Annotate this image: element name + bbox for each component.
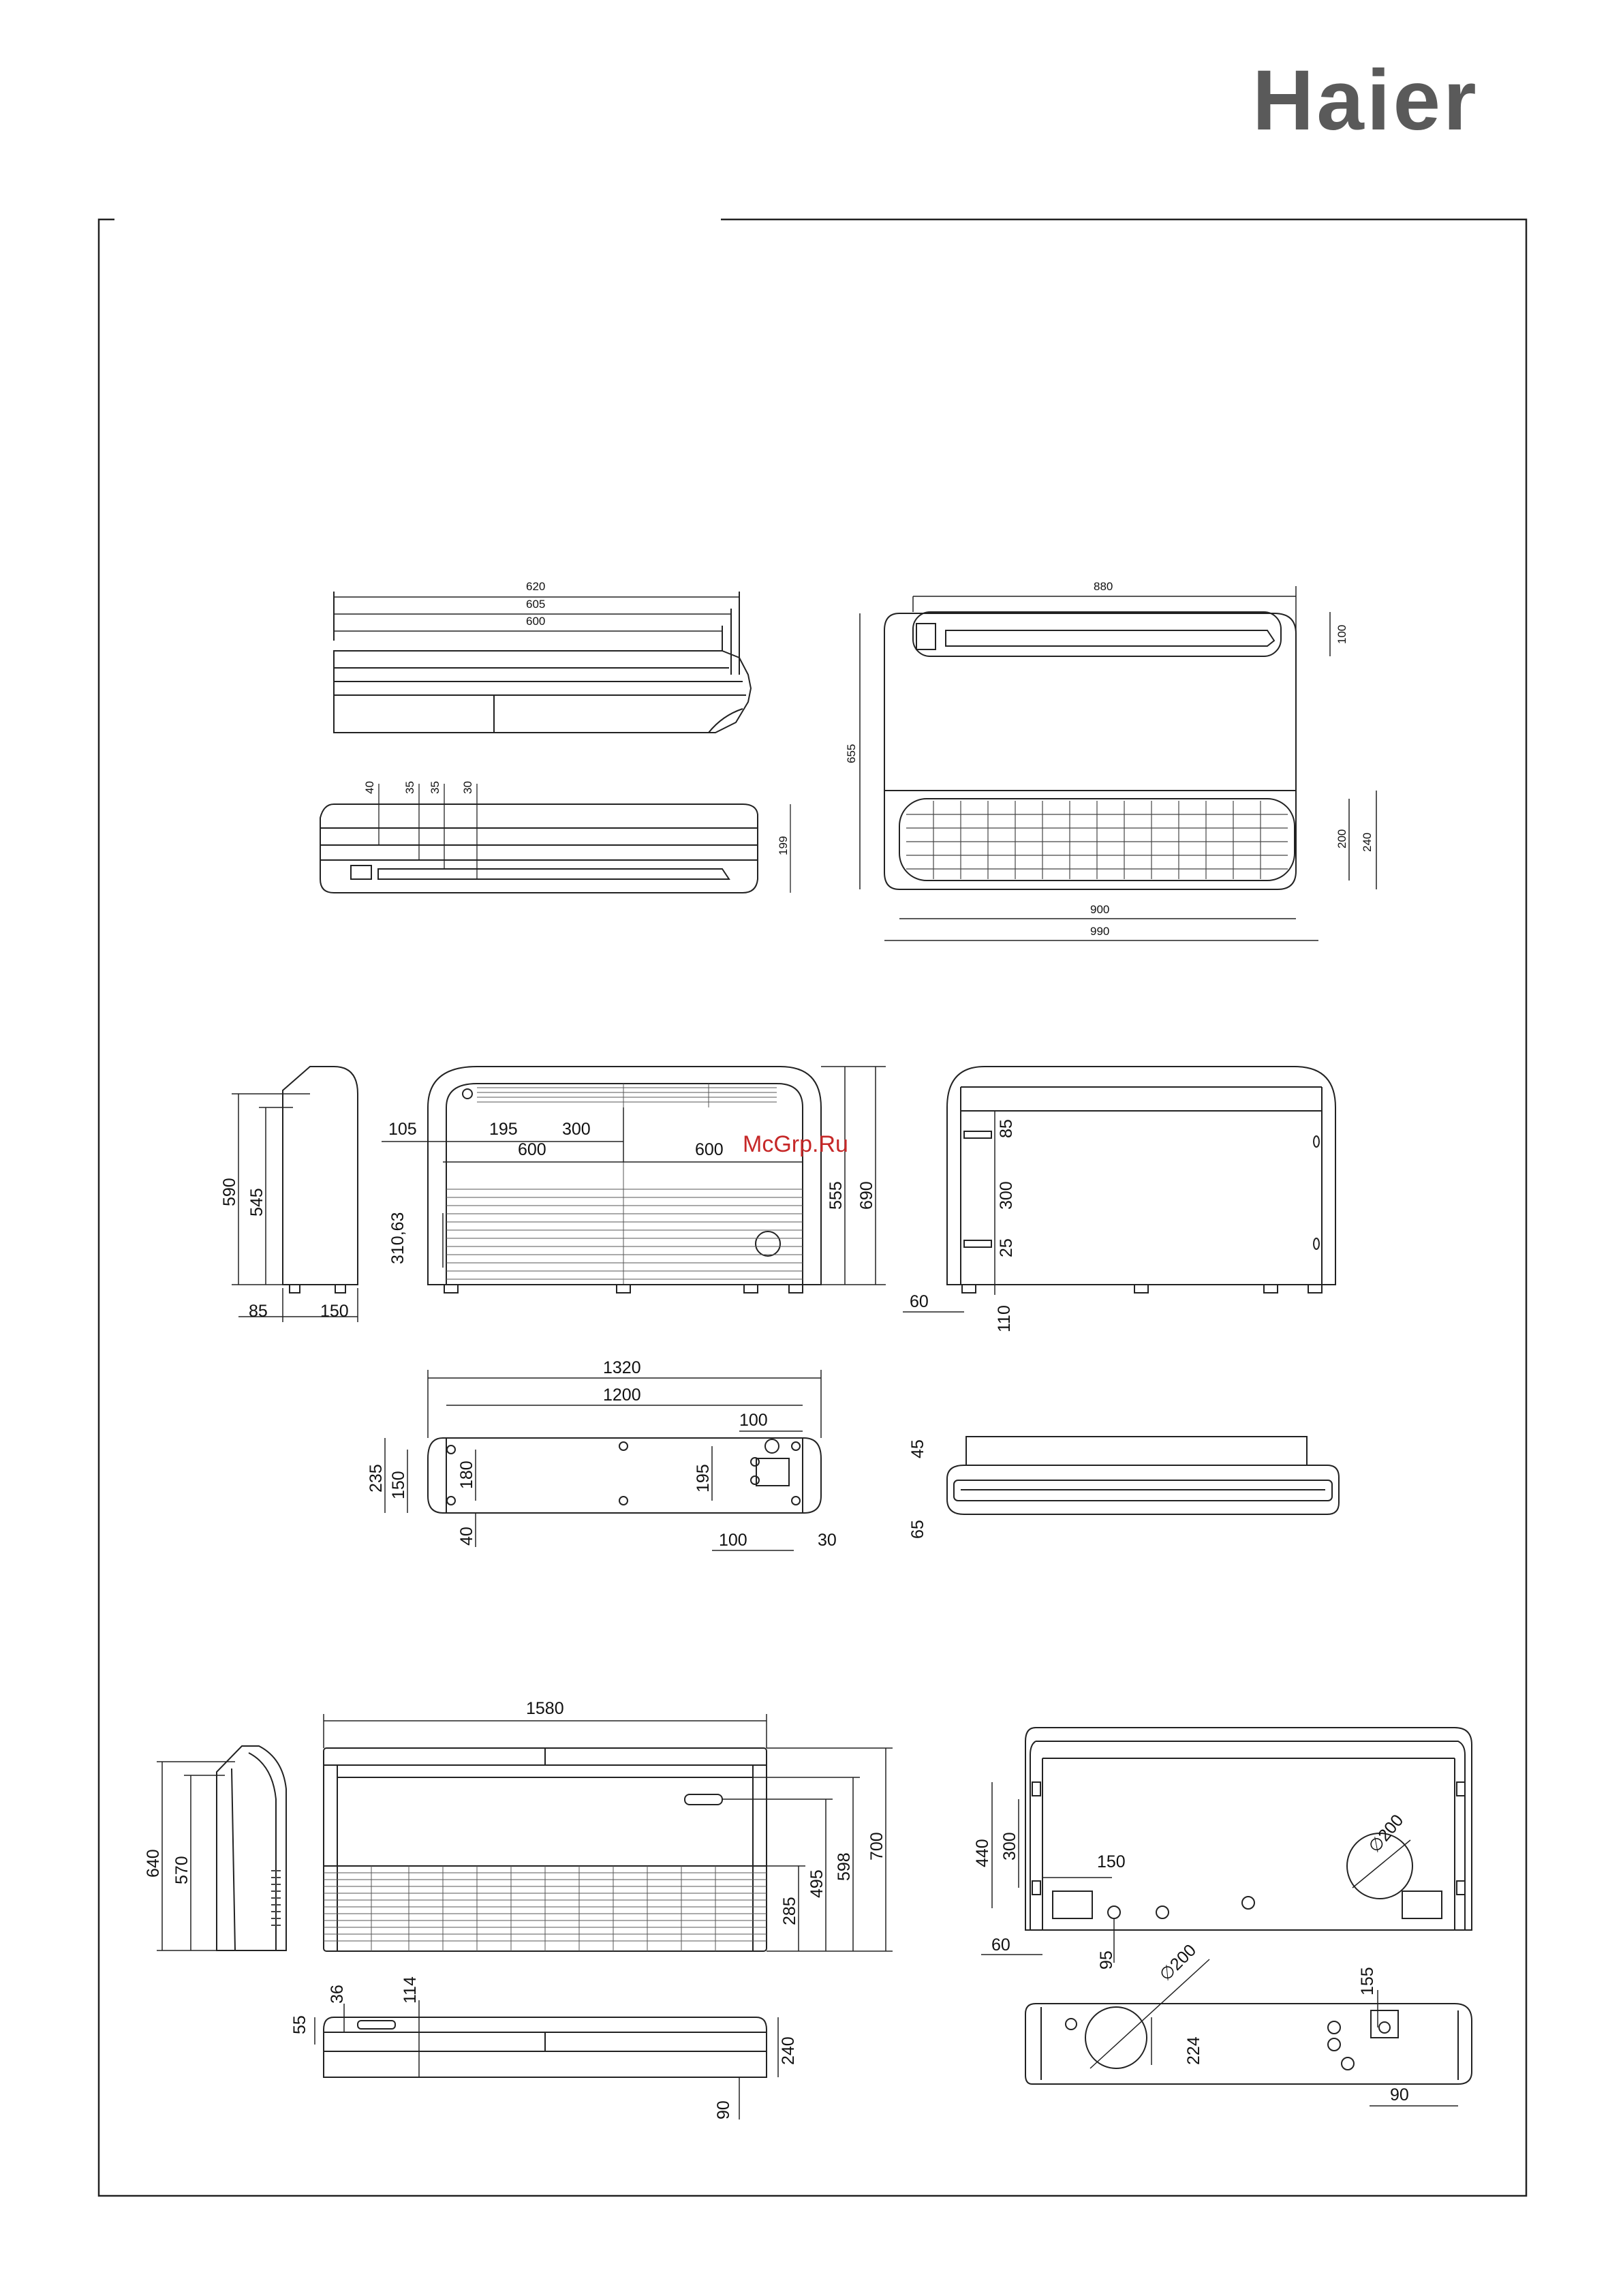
dim-224: 224 <box>1184 2036 1203 2065</box>
dim-590: 590 <box>220 1178 239 1206</box>
dim-880: 880 <box>1094 580 1113 593</box>
unit-large-rear-dims <box>981 1782 1410 1963</box>
dim-235: 235 <box>367 1464 386 1493</box>
unit-large-side-view <box>217 1746 286 1950</box>
dim-640: 640 <box>144 1849 163 1878</box>
dim-300-large: 300 <box>1000 1832 1019 1861</box>
unit-small-top-view <box>334 592 751 733</box>
dim-440: 440 <box>973 1839 992 1867</box>
dim-199: 199 <box>777 836 790 855</box>
unit-large-front-louver <box>324 1866 767 1951</box>
unit-medium-front-dims <box>382 1067 886 1285</box>
dim-990: 990 <box>1090 925 1109 938</box>
dim-620: 620 <box>526 580 545 593</box>
dim-655: 655 <box>845 744 858 763</box>
dim-100: 100 <box>1335 625 1348 644</box>
unit-large-top-view <box>1025 2004 1472 2084</box>
dim-600: 600 <box>526 615 545 628</box>
dim-900: 900 <box>1090 903 1109 916</box>
dim-90-bottom: 90 <box>714 2100 733 2119</box>
dim-700: 700 <box>867 1832 886 1861</box>
dim-690: 690 <box>857 1181 876 1210</box>
dim-36: 36 <box>328 1985 347 2004</box>
dim-195: 195 <box>489 1120 518 1139</box>
unit-medium-rear-view <box>947 1067 1335 1293</box>
dim-diameter-200-top: ∅200 <box>1156 1941 1200 1985</box>
dim-1320: 1320 <box>603 1358 641 1377</box>
dim-200: 200 <box>1335 829 1348 848</box>
unit-medium-top-view <box>947 1437 1339 1514</box>
unit-medium-front-feet <box>444 1285 803 1293</box>
dim-1200: 1200 <box>603 1386 641 1405</box>
dim-55: 55 <box>290 2015 309 2034</box>
dim-195-bottom: 195 <box>694 1464 713 1493</box>
dim-60-large: 60 <box>991 1935 1010 1955</box>
dim-495: 495 <box>807 1869 826 1898</box>
dim-30: 30 <box>461 781 474 794</box>
dim-25-rear: 25 <box>997 1238 1016 1257</box>
dim-150-large: 150 <box>1097 1852 1126 1871</box>
unit-medium-rear-dims <box>903 1111 995 1312</box>
watermark: McGrp.Ru <box>743 1131 848 1158</box>
dim-155: 155 <box>1358 1967 1377 1995</box>
dim-110-rear: 110 <box>995 1305 1014 1332</box>
dim-180: 180 <box>457 1460 476 1489</box>
dim-555: 555 <box>826 1181 846 1210</box>
dim-105: 105 <box>388 1120 417 1139</box>
dim-60-rear: 60 <box>910 1292 929 1311</box>
dim-240: 240 <box>1361 833 1374 852</box>
dim-35b: 35 <box>429 781 442 794</box>
dim-310-63: 310,63 <box>388 1212 407 1264</box>
dim-90-top: 90 <box>1390 2085 1409 2104</box>
unit-large-rear-view <box>1025 1728 1472 1930</box>
dim-600a: 600 <box>518 1140 546 1159</box>
dim-545: 545 <box>247 1188 266 1216</box>
dim-30-bottom: 30 <box>818 1531 837 1550</box>
unit-small-large-dims <box>860 586 1376 940</box>
dim-1580: 1580 <box>526 1699 564 1718</box>
dim-100-bottom: 100 <box>739 1411 768 1430</box>
dim-diameter-200-rear: ∅200 <box>1365 1811 1407 1856</box>
unit-large-bottom-dims <box>315 2000 778 2119</box>
unit-medium-front-louver <box>446 1084 803 1285</box>
unit-medium-side-view <box>283 1067 358 1293</box>
unit-small-large-view <box>884 612 1296 889</box>
unit-large-bottom-view <box>324 2017 767 2077</box>
dim-45: 45 <box>908 1439 927 1458</box>
dim-85-rear: 85 <box>997 1119 1016 1138</box>
dim-300-rear: 300 <box>997 1181 1016 1210</box>
unit-small-front-dims <box>379 784 790 893</box>
dim-40-bottom: 40 <box>457 1527 476 1546</box>
dim-600b: 600 <box>695 1140 724 1159</box>
unit-small-grille <box>906 801 1288 879</box>
dim-114: 114 <box>401 1976 420 2004</box>
dim-240-large: 240 <box>779 2036 798 2065</box>
unit-large-side-dims <box>157 1762 235 1950</box>
dim-40: 40 <box>363 781 376 794</box>
dim-35a: 35 <box>403 781 416 794</box>
unit-medium-front-view <box>428 1067 821 1285</box>
dim-65: 65 <box>908 1520 927 1539</box>
dim-150-bottom: 150 <box>389 1471 408 1499</box>
sheet-frame <box>99 219 1526 2196</box>
unit-small-front-view <box>320 804 758 893</box>
dim-300-front: 300 <box>562 1120 591 1139</box>
dim-100-bottom-b: 100 <box>719 1531 747 1550</box>
dim-605: 605 <box>526 598 545 611</box>
dim-570: 570 <box>172 1856 191 1884</box>
dim-285: 285 <box>780 1897 799 1925</box>
dim-598: 598 <box>835 1852 854 1881</box>
unit-medium-bottom-view <box>428 1438 821 1513</box>
dim-85: 85 <box>249 1302 268 1321</box>
dim-95: 95 <box>1097 1950 1116 1970</box>
dim-150: 150 <box>320 1302 349 1321</box>
